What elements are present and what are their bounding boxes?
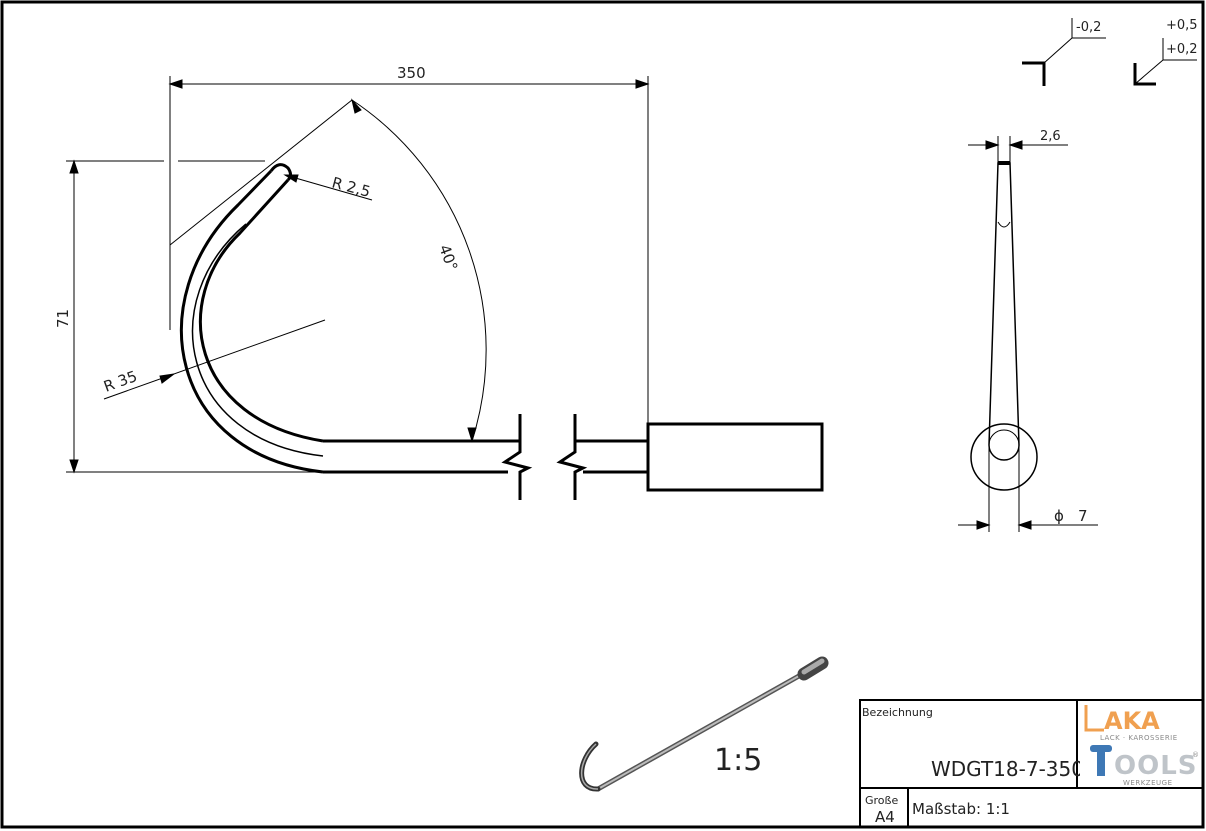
break-left bbox=[501, 414, 533, 500]
handle-end-circle bbox=[970, 423, 1038, 491]
hook-tip bbox=[269, 163, 292, 182]
tolerance-2-upper: +0,5 bbox=[1166, 18, 1198, 33]
hook-inner-line-2 bbox=[191, 223, 324, 457]
dim-bend-radius: R 35 bbox=[101, 367, 139, 396]
dim-height: 71 bbox=[54, 309, 72, 328]
part-number: WDGT18-7-350 bbox=[931, 757, 1084, 781]
rod-taper bbox=[988, 162, 1020, 461]
front-dimensions bbox=[66, 76, 650, 474]
tolerance-2-lower: +0,2 bbox=[1166, 42, 1198, 57]
hook-outer-curve bbox=[180, 169, 324, 474]
dim-diameter: 7 bbox=[1078, 507, 1088, 525]
logo-brand-top: AKA bbox=[1104, 707, 1160, 735]
break-right bbox=[556, 414, 588, 500]
size-value: A4 bbox=[875, 808, 895, 826]
tolerance-1: -0,2 bbox=[1076, 20, 1101, 35]
logo-t-stem bbox=[1097, 752, 1105, 776]
designation-label: Bezeichnung bbox=[862, 706, 933, 719]
dim-length: 350 bbox=[397, 64, 426, 82]
side-view bbox=[970, 161, 1038, 491]
dim-tip-radius: R 2,5 bbox=[330, 173, 372, 200]
dim-angle: 40° bbox=[435, 242, 461, 273]
dim-diameter-symbol: ϕ bbox=[1054, 507, 1064, 525]
handle bbox=[646, 422, 824, 492]
size-label: Große bbox=[865, 794, 898, 807]
title-block bbox=[859, 699, 1204, 828]
side-dimensions bbox=[958, 136, 1098, 532]
scale-text: Maßstab: 1:1 bbox=[912, 800, 1010, 818]
hook-inner-curve bbox=[198, 178, 324, 443]
logo-brand-main: OOLS bbox=[1114, 751, 1198, 781]
tolerance-symbols bbox=[1022, 18, 1197, 86]
logo-footer: WERKZEUGE bbox=[1123, 779, 1173, 787]
iso-view bbox=[579, 656, 829, 792]
iso-scale-label: 1:5 bbox=[714, 743, 762, 778]
company-logo: AKA LACK · KAROSSERIE OOLS ® WERKZEUGE bbox=[1080, 703, 1200, 787]
logo-l-glyph bbox=[1084, 705, 1104, 732]
front-view bbox=[180, 163, 824, 500]
logo-t-bar bbox=[1090, 745, 1112, 752]
dim-width: 2,6 bbox=[1040, 129, 1061, 144]
logo-subtitle: LACK · KAROSSERIE bbox=[1100, 734, 1178, 742]
logo-registered: ® bbox=[1192, 751, 1200, 759]
